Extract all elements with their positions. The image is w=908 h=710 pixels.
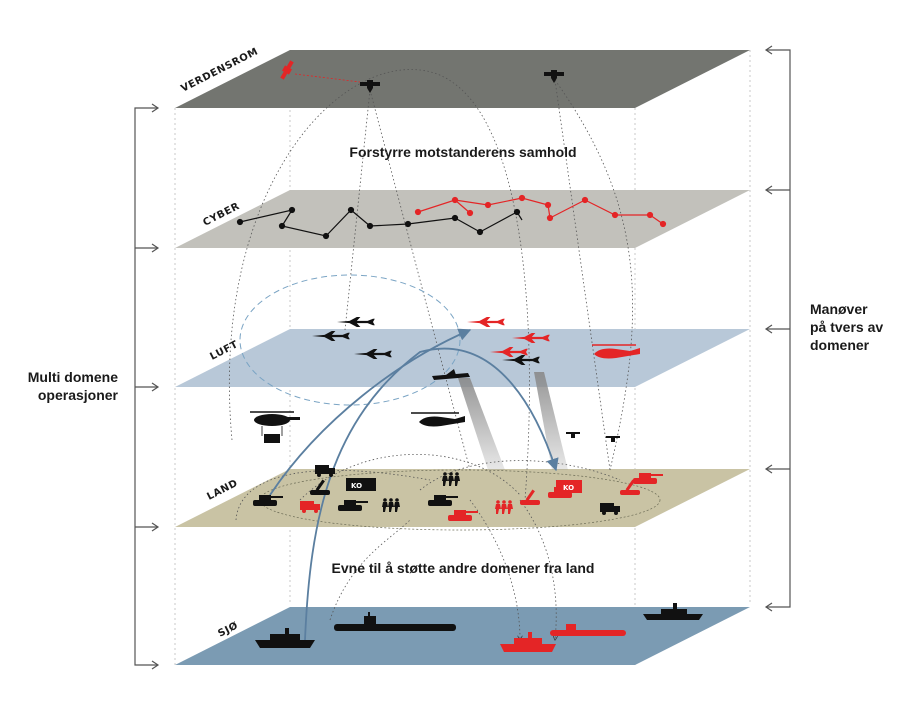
fighter-jet-icon xyxy=(354,349,392,359)
enemy-soldier-icon xyxy=(495,500,513,514)
enemy-fighter-jet-icon xyxy=(467,317,505,327)
satellite-icon xyxy=(360,80,380,93)
warship-icon xyxy=(255,628,315,648)
land-support-text: Evne til å støtte andre domener fra land xyxy=(332,560,595,576)
dotted-connectors xyxy=(228,69,633,640)
plane-space xyxy=(175,50,750,108)
soldier-icon xyxy=(442,472,460,486)
domain-planes xyxy=(175,50,750,665)
enemy-submarine-icon xyxy=(550,624,626,636)
land-to-air-arc xyxy=(269,328,472,496)
left-label-line: Multi domene xyxy=(27,369,118,385)
left-bracket xyxy=(134,103,160,670)
plane-air xyxy=(175,329,750,387)
enemy-truck-icon xyxy=(300,501,320,513)
tank-icon xyxy=(253,495,283,506)
enemy-warship-icon xyxy=(500,632,556,652)
truck-icon xyxy=(600,503,620,515)
enemy-cyber-network xyxy=(414,194,667,228)
disrupt-cohesion-text: Forstyrre motstanderens samhold xyxy=(349,144,576,160)
tank-icon xyxy=(428,495,458,506)
enemy-artillery-icon xyxy=(520,489,540,505)
enemy-fighter-jet-icon xyxy=(490,347,528,357)
enemy-hq-tag: KO xyxy=(556,480,582,493)
fighter-jet-icon xyxy=(337,317,375,327)
maneuver-arcs xyxy=(269,328,559,641)
plane-land xyxy=(175,469,750,527)
friendly-hq-tag: KO xyxy=(346,478,376,491)
tank-icon xyxy=(338,500,368,511)
helicopter-icon xyxy=(411,412,465,427)
enemy-satellite-link xyxy=(294,73,361,83)
fighter-jet-icon xyxy=(312,331,350,341)
warship-icon xyxy=(643,603,703,620)
plane-cyber xyxy=(175,190,750,248)
drone-icon xyxy=(566,432,620,442)
fighter-jet-icon xyxy=(502,355,540,365)
satellite-icon xyxy=(544,70,564,83)
helicopter-icon xyxy=(250,411,300,443)
right-label-line: domener xyxy=(810,337,870,353)
soldier-icon xyxy=(382,498,400,512)
friendly-cyber-network xyxy=(236,206,523,240)
left-label-line: operasjoner xyxy=(37,387,118,403)
enemy-helicopter-icon xyxy=(592,344,640,359)
svg-text:KO: KO xyxy=(351,482,362,490)
enemy-tank-icon xyxy=(633,473,663,484)
right-bracket xyxy=(764,45,791,612)
submarine-icon xyxy=(334,612,456,631)
plane-sea xyxy=(175,607,750,665)
enemy-tank-icon xyxy=(448,510,478,521)
multi-domain-operations-label: Multi domene operasjoner xyxy=(6,368,118,404)
drone-icon xyxy=(432,369,470,380)
enemy-artillery-icon xyxy=(620,479,640,495)
svg-text:KO: KO xyxy=(563,484,574,492)
right-label-line: på tvers av xyxy=(810,319,884,335)
sensor-beams xyxy=(458,372,568,470)
artillery-icon xyxy=(310,479,330,495)
enemy-satellite-icon xyxy=(280,60,294,80)
sensor-beam-1 xyxy=(458,378,505,470)
truck-icon xyxy=(315,465,335,477)
cross-domain-maneuver-label: Manøver på tvers av domener xyxy=(810,300,906,354)
sensor-beam-2 xyxy=(534,372,568,470)
sea-to-land-arc xyxy=(304,347,559,641)
right-label-line: Manøver xyxy=(810,301,868,317)
enemy-fighter-jet-icon xyxy=(512,333,550,343)
